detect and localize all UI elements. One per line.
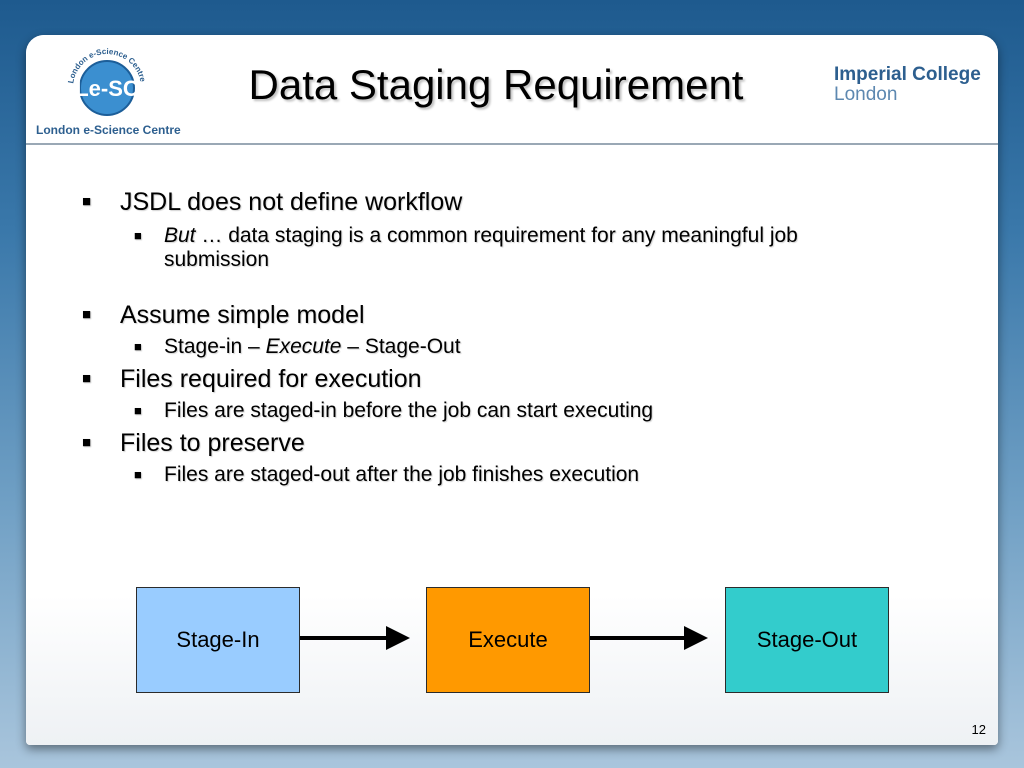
sub-bullet-item: ■ But … data staging is a common require…	[78, 224, 958, 272]
bullet-list: ■ JSDL does not define workflow ■ But … …	[78, 187, 958, 487]
lesc-caption: London e-Science Centre	[36, 123, 181, 137]
sub-bullet-emphasis: Execute	[265, 335, 342, 358]
bullet-text: JSDL does not define workflow	[120, 188, 463, 216]
sub-bullet-text: Files are staged-out after the job finis…	[164, 463, 640, 486]
execute-label: Execute	[468, 627, 548, 652]
page-title: Data Staging Requirement	[248, 61, 744, 108]
lesc-logo-text: Le-SC	[75, 76, 139, 101]
bullet-text: Files required for execution	[120, 365, 422, 393]
stage-in-label: Stage-In	[176, 627, 260, 652]
stage-out-box: Stage-Out	[725, 587, 889, 693]
sub-bullet-text: … data staging is a common requirement f…	[195, 224, 798, 247]
flow-arrows	[300, 626, 708, 650]
lesc-logo: London e-Science Centre Le-SC	[66, 47, 148, 116]
sub-bullet-text: – Stage-Out	[341, 335, 461, 358]
slide-content: ■ JSDL does not define workflow ■ But … …	[26, 145, 998, 745]
sub-bullet-text-continued: submission	[164, 248, 270, 271]
bullet-marker-icon: ■	[82, 434, 92, 451]
imperial-logo-line1: Imperial College	[834, 64, 981, 85]
sub-bullet-item: ■ Stage-in – Execute – Stage-Out	[78, 335, 958, 359]
sub-bullet-item: ■ Files are staged-in before the job can…	[78, 399, 958, 423]
bullet-item: ■ Assume simple model	[78, 300, 958, 330]
page-number: 12	[971, 722, 986, 737]
staging-flow-diagram: Stage-In Execute Stage-Out	[26, 145, 998, 745]
sub-bullet-text: Stage-in –	[164, 335, 266, 358]
sub-bullet-marker-icon: ■	[134, 403, 142, 418]
sub-bullet-text: Files are staged-in before the job can s…	[164, 399, 654, 422]
bullet-marker-icon: ■	[82, 370, 92, 387]
slide-header: London e-Science Centre Le-SC London e-S…	[26, 35, 998, 145]
execute-box: Execute	[426, 587, 590, 693]
sub-bullet-item: ■ Files are staged-out after the job fin…	[78, 463, 958, 487]
bullet-marker-icon: ■	[82, 193, 92, 210]
bullet-text: Assume simple model	[120, 301, 365, 329]
stage-in-box: Stage-In	[136, 587, 300, 693]
stage-out-label: Stage-Out	[756, 627, 858, 652]
imperial-logo-line2: London	[834, 84, 898, 105]
bullet-item: ■ Files to preserve	[78, 428, 958, 458]
slide: London e-Science Centre Le-SC London e-S…	[26, 35, 998, 745]
sub-bullet-marker-icon: ■	[134, 467, 142, 482]
sub-bullet-emphasis: But	[164, 224, 196, 247]
sub-bullet-marker-icon: ■	[134, 228, 142, 243]
bullet-marker-icon: ■	[82, 306, 92, 323]
bullet-text: Files to preserve	[120, 429, 305, 457]
bullet-item: ■ Files required for execution	[78, 364, 958, 394]
sub-bullet-marker-icon: ■	[134, 339, 142, 354]
bullet-item: ■ JSDL does not define workflow	[78, 187, 958, 217]
imperial-college-logo: Imperial College London	[834, 65, 981, 105]
